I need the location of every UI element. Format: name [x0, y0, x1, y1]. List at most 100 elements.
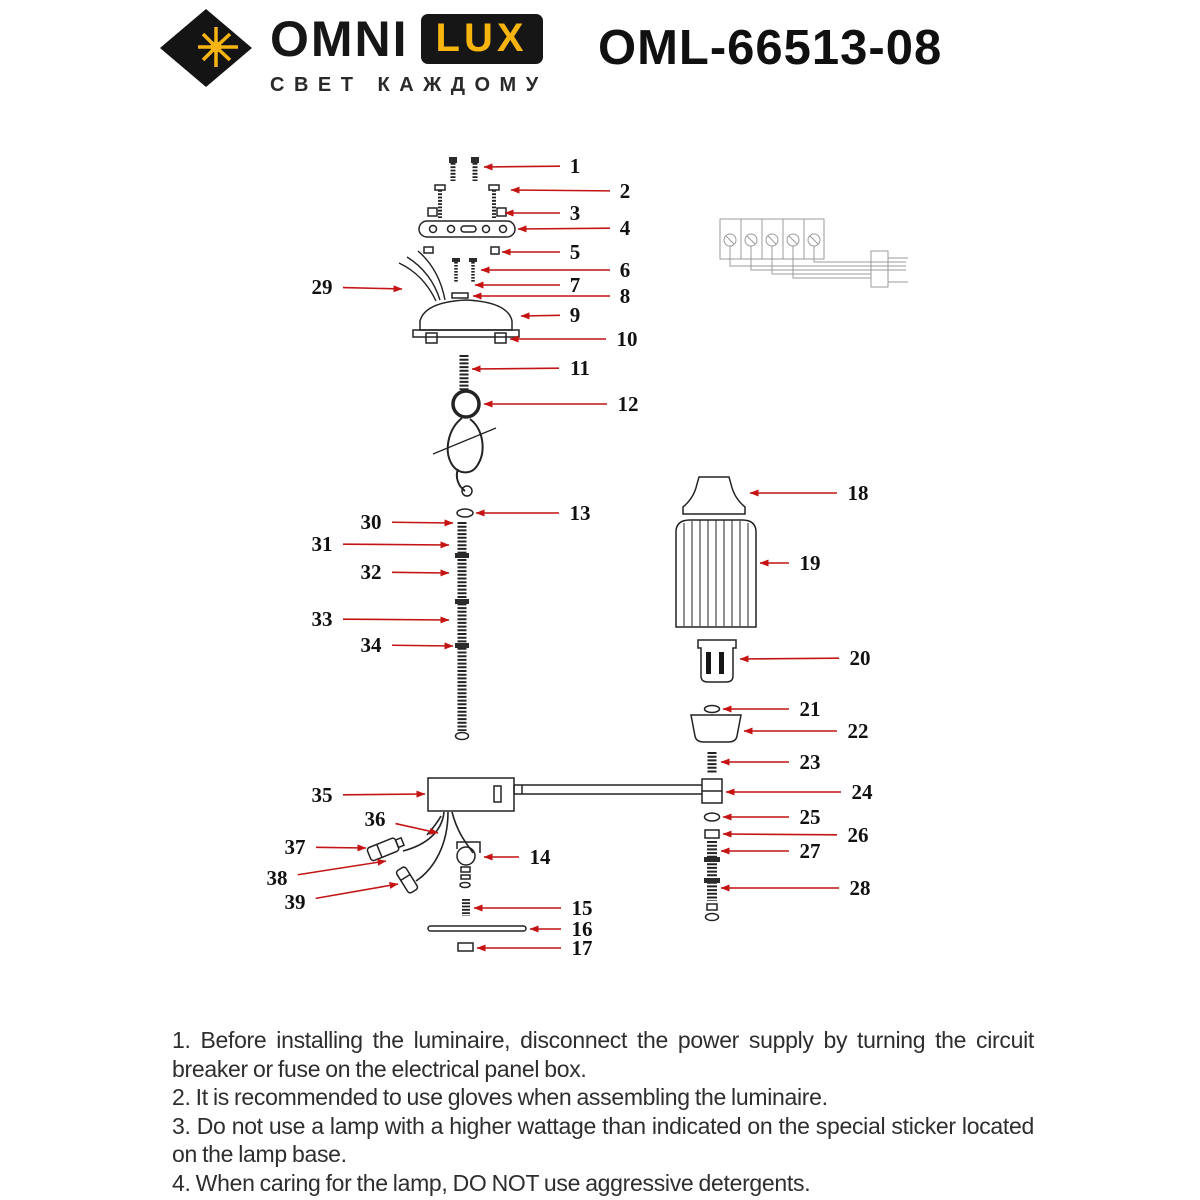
callout-arrow-29 — [342, 285, 403, 293]
callout-5: 5 — [570, 240, 581, 264]
callout-22: 22 — [848, 719, 869, 743]
brand-name-lux: LUX — [435, 16, 528, 60]
callout-arrow-31 — [342, 541, 450, 549]
callout-arrow-39 — [315, 882, 399, 900]
callout-arrow-33 — [342, 616, 450, 624]
brand-diamond-icon — [160, 9, 252, 87]
part-washer-21 — [703, 704, 721, 714]
callout-30: 30 — [361, 510, 382, 534]
callout-39: 39 — [285, 890, 306, 914]
part-lamp-wires — [402, 811, 474, 882]
callout-arrow-30 — [391, 519, 454, 527]
callout-31: 31 — [312, 532, 333, 556]
callout-arrow-4 — [517, 225, 611, 233]
instructions: 1. Before installing the luminaire, disc… — [172, 1026, 1034, 1197]
callout-38: 38 — [267, 866, 288, 890]
part-sleeve-17 — [457, 942, 474, 952]
brand-text: OMNI LUX СВЕТ КАЖДОМУ — [270, 6, 548, 97]
callout-36: 36 — [365, 807, 386, 831]
part-canopy — [412, 299, 520, 338]
callout-20: 20 — [850, 646, 871, 670]
part-cup-22 — [690, 714, 742, 743]
part-long-screws — [434, 184, 500, 218]
callout-3: 3 — [570, 201, 581, 225]
brand-tagline: СВЕТ КАЖДОМУ — [270, 74, 548, 96]
part-canopy-screws — [451, 258, 477, 299]
callout-arrow-32 — [391, 569, 450, 577]
part-washer-13 — [456, 508, 474, 518]
callout-arrow-35 — [342, 790, 426, 798]
part-mounting-strap — [418, 220, 516, 238]
callout-21: 21 — [800, 697, 821, 721]
callout-4: 4 — [620, 216, 631, 240]
callout-35: 35 — [312, 783, 333, 807]
callout-7: 7 — [570, 273, 581, 297]
callout-14: 14 — [530, 845, 552, 869]
callout-34: 34 — [361, 633, 383, 657]
part-socket — [697, 639, 737, 683]
part-lamp-holder — [366, 836, 406, 862]
part-washer-25 — [703, 812, 721, 822]
callout-2: 2 — [620, 179, 631, 203]
callout-25: 25 — [800, 805, 821, 829]
callout-27: 27 — [800, 839, 821, 863]
part-shade — [675, 519, 757, 628]
part-nut-26 — [704, 829, 720, 839]
brand-logo: OMNI LUX СВЕТ КАЖДОМУ — [158, 6, 548, 97]
callout-17: 17 — [572, 936, 593, 960]
instruction-4: 4. When caring for the lamp, DO NOT use … — [172, 1169, 811, 1196]
instruction-3: 3. Do not use a lamp with a higher watta… — [172, 1112, 1034, 1168]
callout-29: 29 — [312, 275, 333, 299]
part-thin-rod-16 — [427, 925, 527, 932]
callout-11: 11 — [570, 356, 590, 380]
callout-24: 24 — [852, 780, 874, 804]
callout-arrow-2 — [510, 186, 611, 194]
callout-23: 23 — [800, 750, 821, 774]
part-connector-24 — [701, 778, 723, 804]
callout-33: 33 — [312, 607, 333, 631]
callout-arrow-20 — [739, 655, 840, 663]
callout-9: 9 — [570, 303, 581, 327]
callout-26: 26 — [848, 823, 869, 847]
callout-arrow-11 — [471, 365, 560, 373]
part-threaded-stem — [704, 841, 720, 922]
callout-1: 1 — [570, 154, 581, 178]
callout-arrow-9 — [520, 312, 561, 320]
callout-arrow-34 — [391, 642, 454, 650]
brand-name-omni: OMNI — [270, 11, 409, 67]
callout-arrow-26 — [722, 830, 838, 838]
part-vertical-rod — [454, 522, 470, 741]
part-clamp-14 — [456, 841, 481, 889]
callout-10: 10 — [617, 327, 638, 351]
callout-arrow-38 — [297, 858, 387, 876]
callout-19: 19 — [800, 551, 821, 575]
part-shade-cap — [682, 476, 746, 515]
callout-12: 12 — [618, 392, 639, 416]
callout-32: 32 — [361, 560, 382, 584]
part-horizontal-rod — [513, 784, 702, 795]
callout-18: 18 — [848, 481, 869, 505]
instruction-1: 1. Before installing the luminaire, disc… — [172, 1027, 1034, 1082]
brand-lux-badge: LUX — [420, 14, 543, 64]
wiring-diagram — [719, 218, 908, 288]
callout-8: 8 — [620, 284, 631, 308]
callout-arrow-1 — [483, 163, 561, 171]
part-square-nuts — [425, 332, 507, 344]
part-wire-plug — [395, 866, 419, 894]
callout-15: 15 — [572, 896, 593, 920]
instruction-2: 2. It is recommended to use gloves when … — [172, 1084, 828, 1110]
part-top-screws — [449, 157, 479, 181]
callout-arrow-37 — [315, 844, 367, 852]
part-driver-box — [427, 777, 515, 812]
part-washers — [423, 246, 500, 255]
callout-6: 6 — [620, 258, 631, 282]
callout-37: 37 — [285, 835, 306, 859]
part-supply-wires — [398, 250, 446, 302]
callout-arrow-36 — [395, 822, 439, 835]
callout-16: 16 — [572, 917, 593, 941]
callout-13: 13 — [570, 501, 591, 525]
callout-28: 28 — [850, 876, 871, 900]
